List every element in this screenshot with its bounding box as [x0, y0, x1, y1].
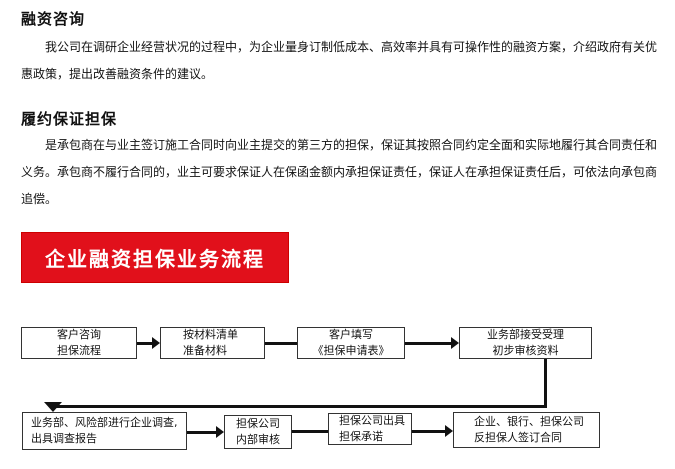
flow-banner: 企业融资担保业务流程 [22, 233, 288, 282]
step-line: 出具调查报告 [31, 432, 97, 445]
connector [412, 430, 446, 433]
connector [292, 430, 328, 433]
flow-step: 业务部接受受理初步审核资料 [459, 327, 592, 359]
step-line: 担保承诺 [339, 430, 383, 443]
arrow-head-icon [445, 425, 453, 437]
step-line: 担保公司 [236, 417, 280, 430]
arrow-head-icon [216, 426, 224, 438]
connector [137, 342, 153, 345]
step-line: 客户填写 [329, 328, 373, 341]
section-title: 融资咨询 [21, 10, 86, 28]
arrow-head-icon [451, 337, 459, 349]
section-body: 是承包商在与业主签订施工合同时向业主提交的第三方的担保，保证其按照合同约定全面和… [21, 138, 658, 206]
flow-step: 按材料清单准备材料 [160, 327, 265, 359]
flow-step: 担保公司内部审核 [224, 415, 292, 449]
arrow-head-icon [152, 337, 160, 349]
flow-step: 客户填写《担保申请表》 [297, 327, 405, 359]
section-body: 我公司在调研企业经营状况的过程中，为企业量身订制低成本、高效率并具有可操作性的融… [21, 40, 658, 81]
connector [405, 342, 451, 345]
step-line: 客户咨询 [57, 328, 101, 341]
step-line: 内部审核 [236, 433, 280, 446]
step-line: 初步审核资料 [492, 344, 559, 357]
connector [187, 431, 217, 434]
flow-step: 业务部、风险部进行企业调查, 出具调查报告 [22, 412, 187, 450]
step-line: 反担保人签订合同 [474, 431, 562, 444]
connector [544, 359, 547, 407]
flow-step: 客户咨询担保流程 [21, 327, 137, 359]
arrow-down-icon [44, 402, 62, 412]
flow-step: 企业、银行、担保公司反担保人签订合同 [453, 412, 600, 448]
section-title: 履约保证担保 [21, 110, 118, 128]
step-line: 企业、银行、担保公司 [474, 415, 584, 428]
flow-step: 担保公司出具担保承诺 [328, 413, 412, 445]
step-line: 担保流程 [57, 344, 101, 357]
step-line: 《担保申请表》 [312, 344, 390, 357]
step-line: 业务部、风险部进行企业调查, [31, 416, 178, 429]
step-line: 担保公司出具 [339, 414, 405, 427]
step-line: 业务部接受受理 [487, 328, 564, 341]
connector [265, 342, 297, 345]
step-line: 按材料清单 [183, 328, 238, 341]
step-line: 准备材料 [183, 344, 227, 357]
connector [52, 405, 547, 408]
